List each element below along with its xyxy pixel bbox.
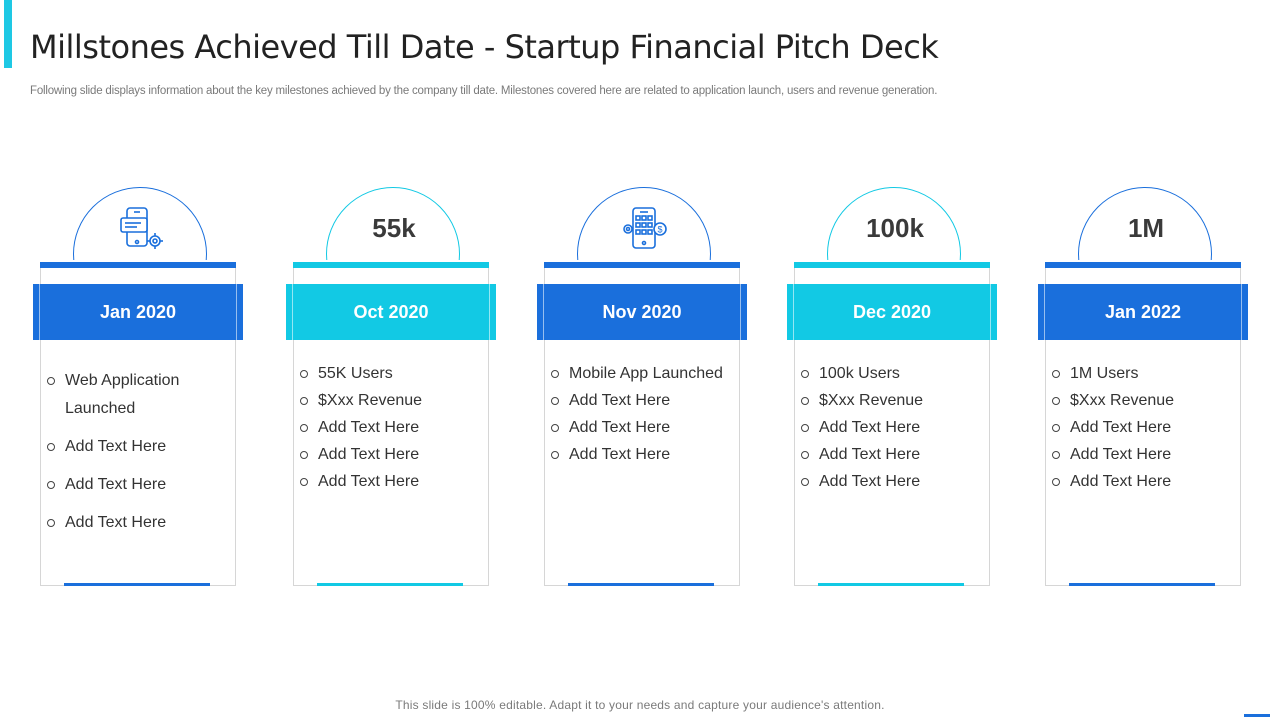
milestone-card-oct-2020: 55k Oct 2020 55K Users $Xxx Revenue Add … bbox=[286, 187, 502, 587]
web-app-settings-icon bbox=[120, 207, 163, 249]
list-item: Add Text Here bbox=[298, 441, 494, 468]
list-item: Add Text Here bbox=[799, 441, 995, 468]
list-item: Add Text Here bbox=[45, 509, 241, 537]
milestone-bottom-line bbox=[317, 583, 463, 586]
list-item: Add Text Here bbox=[45, 471, 241, 499]
list-item: Add Text Here bbox=[298, 468, 494, 495]
list-item: Add Text Here bbox=[549, 414, 745, 441]
milestone-metric: 100k bbox=[866, 213, 924, 243]
list-item: Add Text Here bbox=[298, 414, 494, 441]
page-subtitle: Following slide displays information abo… bbox=[30, 85, 938, 97]
milestone-top-line bbox=[794, 262, 990, 268]
list-item: Add Text Here bbox=[1050, 468, 1246, 495]
milestone-metric: 1M bbox=[1127, 213, 1165, 243]
list-item: Add Text Here bbox=[1050, 414, 1246, 441]
page-title: Millstones Achieved Till Date - Startup … bbox=[30, 28, 939, 66]
list-item: Add Text Here bbox=[549, 387, 745, 414]
list-item: $Xxx Revenue bbox=[298, 387, 494, 414]
milestone-metric: 55k bbox=[372, 213, 416, 243]
list-item: Add Text Here bbox=[549, 441, 745, 468]
title-accent-bar bbox=[4, 0, 12, 68]
milestone-card-dec-2020: 100k Dec 2020 100k Users $Xxx Revenue Ad… bbox=[787, 187, 1003, 587]
milestone-card-jan-2022: 1M Jan 2022 1M Users $Xxx Revenue Add Te… bbox=[1038, 187, 1254, 587]
list-item: 55K Users bbox=[298, 360, 494, 387]
milestone-list: 1M Users $Xxx Revenue Add Text Here Add … bbox=[1050, 360, 1246, 495]
milestone-date: Nov 2020 bbox=[537, 284, 747, 340]
milestone-list: 55K Users $Xxx Revenue Add Text Here Add… bbox=[298, 360, 494, 495]
list-item: Web Application Launched bbox=[45, 367, 241, 423]
list-item: Add Text Here bbox=[45, 433, 241, 461]
milestone-date: Jan 2022 bbox=[1038, 284, 1248, 340]
list-item: $Xxx Revenue bbox=[799, 387, 995, 414]
list-item: Add Text Here bbox=[799, 414, 995, 441]
svg-text:$: $ bbox=[657, 225, 662, 235]
milestone-bottom-line bbox=[64, 583, 210, 586]
footer-note: This slide is 100% editable. Adapt it to… bbox=[395, 698, 885, 712]
milestone-bottom-line bbox=[818, 583, 964, 586]
corner-mark bbox=[1244, 714, 1270, 717]
milestone-top-line bbox=[1045, 262, 1241, 268]
milestone-card-jan-2020: Jan 2020 Web Application Launched Add Te… bbox=[33, 187, 249, 587]
milestone-top-line bbox=[40, 262, 236, 268]
milestone-list: 100k Users $Xxx Revenue Add Text Here Ad… bbox=[799, 360, 995, 495]
milestone-date: Oct 2020 bbox=[286, 284, 496, 340]
list-item: $Xxx Revenue bbox=[1050, 387, 1246, 414]
list-item: 100k Users bbox=[799, 360, 995, 387]
milestone-bottom-line bbox=[1069, 583, 1215, 586]
milestone-top-line bbox=[544, 262, 740, 268]
milestone-date: Dec 2020 bbox=[787, 284, 997, 340]
list-item: Add Text Here bbox=[1050, 441, 1246, 468]
milestone-card-nov-2020: $ Nov 2020 Mobile App Launched Add Text … bbox=[537, 187, 753, 587]
list-item: 1M Users bbox=[1050, 360, 1246, 387]
milestone-list: Mobile App Launched Add Text Here Add Te… bbox=[549, 360, 745, 468]
milestone-list: Web Application Launched Add Text Here A… bbox=[45, 367, 241, 547]
milestone-date: Jan 2020 bbox=[33, 284, 243, 340]
list-item: Mobile App Launched bbox=[549, 360, 745, 387]
mobile-app-icon: $ bbox=[623, 207, 667, 249]
milestone-bottom-line bbox=[568, 583, 714, 586]
milestone-top-line bbox=[293, 262, 489, 268]
list-item: Add Text Here bbox=[799, 468, 995, 495]
